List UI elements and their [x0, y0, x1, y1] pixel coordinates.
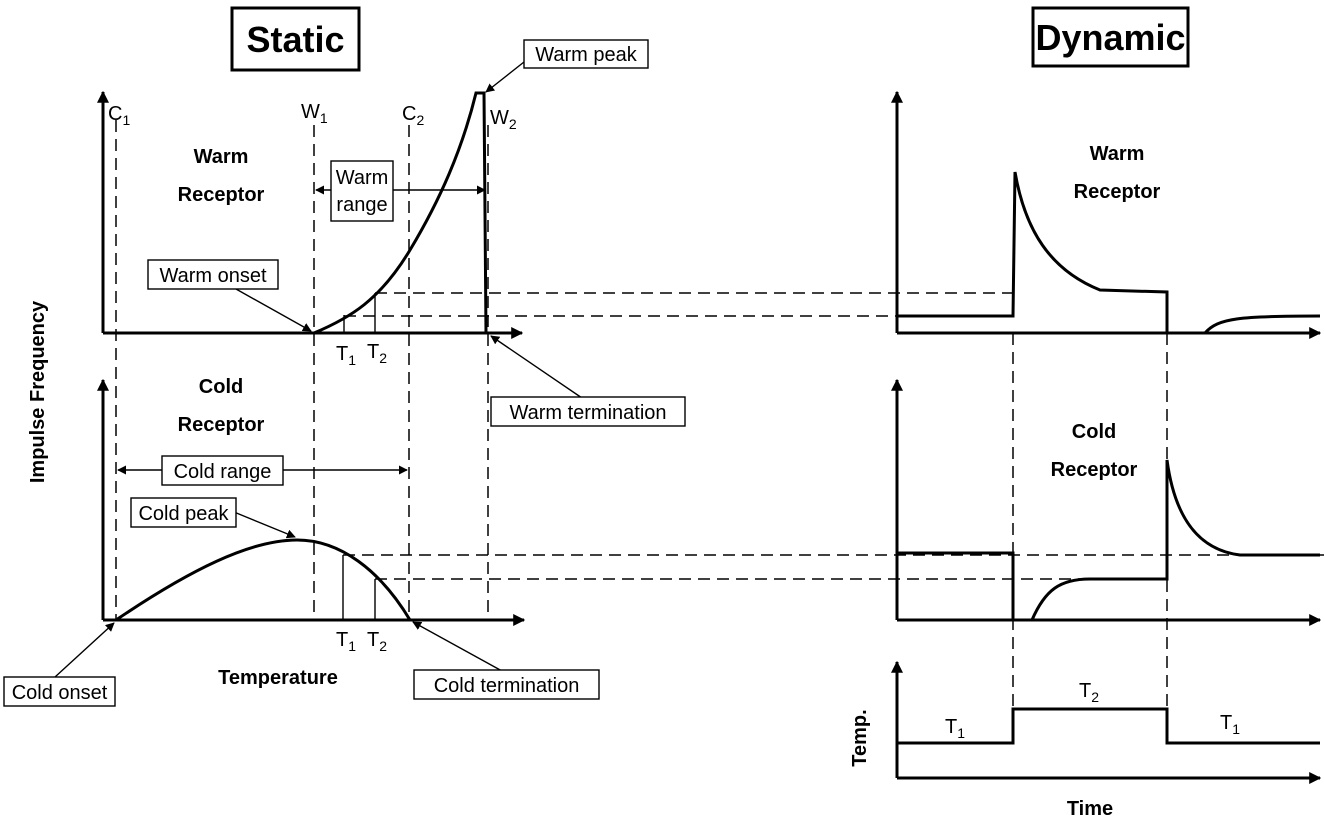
cold-range-label: Cold range	[174, 461, 272, 483]
static-cold-title-line2: Receptor	[178, 414, 265, 436]
warm-onset-box	[147, 259, 279, 290]
w1-label: W1	[301, 101, 328, 126]
dynamic-panel: Dynamic Warm Receptor Cold Receptor T1 T…	[849, 6, 1322, 820]
cold-onset-box	[3, 676, 116, 707]
cold-onset-label: Cold onset	[12, 682, 108, 704]
dynamic-heading-box	[1031, 6, 1190, 68]
dynamic-warm-title-line1: Warm	[1090, 143, 1145, 165]
cold-static-response-curve	[115, 538, 412, 622]
cold-peak-label: Cold peak	[138, 503, 229, 525]
cold-t1-label: T1	[336, 629, 356, 654]
dynamic-cold-title-line1: Cold	[1072, 421, 1116, 443]
warm-peak-box	[523, 39, 649, 69]
warm-peak-label: Warm peak	[535, 44, 638, 66]
warm-t2-label: T2	[367, 341, 387, 366]
temperature-axis-label: Temperature	[218, 667, 338, 689]
warm-range-label-line2: range	[336, 194, 387, 216]
warm-onset-pointer	[235, 288, 312, 332]
cold-termination-label: Cold termination	[434, 675, 580, 697]
warm-termination-pointer	[490, 335, 583, 399]
cold-t2-label: T2	[367, 629, 387, 654]
warm-range-label-line1: Warm	[336, 167, 389, 189]
static-warm-title-line1: Warm	[194, 146, 249, 168]
warm-onset-label: Warm onset	[159, 265, 267, 287]
static-panel: Static Impulse Frequency C1 W1 C2 W2 War…	[3, 6, 1325, 707]
warm-peak-pointer	[485, 61, 525, 93]
warm-dynamic-response	[897, 171, 1169, 333]
step3-label: T1	[1220, 712, 1240, 737]
warm-range-box	[330, 160, 394, 222]
temp-axis-label: Temp.	[849, 709, 871, 766]
w2-label: W2	[490, 107, 517, 132]
cold-peak-pointer	[233, 511, 296, 539]
cold-peak-box	[130, 497, 237, 528]
cold-range-box	[161, 455, 284, 486]
impulse-frequency-axis-label: Impulse Frequency	[27, 300, 49, 483]
static-warm-title-line2: Receptor	[178, 184, 265, 206]
warm-static-response-curve	[313, 91, 488, 335]
c1-label: C1	[108, 103, 130, 128]
cold-dynamic-baseline	[897, 551, 1015, 620]
warm-t1-label: T1	[336, 343, 356, 368]
cold-termination-pointer	[412, 621, 503, 672]
step1-label: T1	[945, 716, 965, 741]
cold-onset-pointer	[54, 622, 115, 678]
c2-label: C2	[402, 103, 424, 128]
cold-termination-box	[413, 669, 600, 700]
temperature-step-trace	[897, 707, 1320, 745]
dynamic-heading: Dynamic	[1035, 17, 1185, 58]
cold-dynamic-response	[1030, 459, 1320, 621]
dynamic-warm-title-line2: Receptor	[1074, 181, 1161, 203]
dynamic-cold-title-line2: Receptor	[1051, 459, 1138, 481]
warm-termination-label: Warm termination	[509, 402, 666, 424]
static-heading: Static	[246, 19, 344, 60]
static-cold-title-line1: Cold	[199, 376, 243, 398]
step2-label: T2	[1079, 680, 1099, 705]
warm-termination-box	[490, 396, 686, 427]
static-heading-box	[230, 6, 361, 72]
warm-dynamic-recovery	[1203, 314, 1321, 335]
time-axis-label: Time	[1067, 798, 1113, 820]
